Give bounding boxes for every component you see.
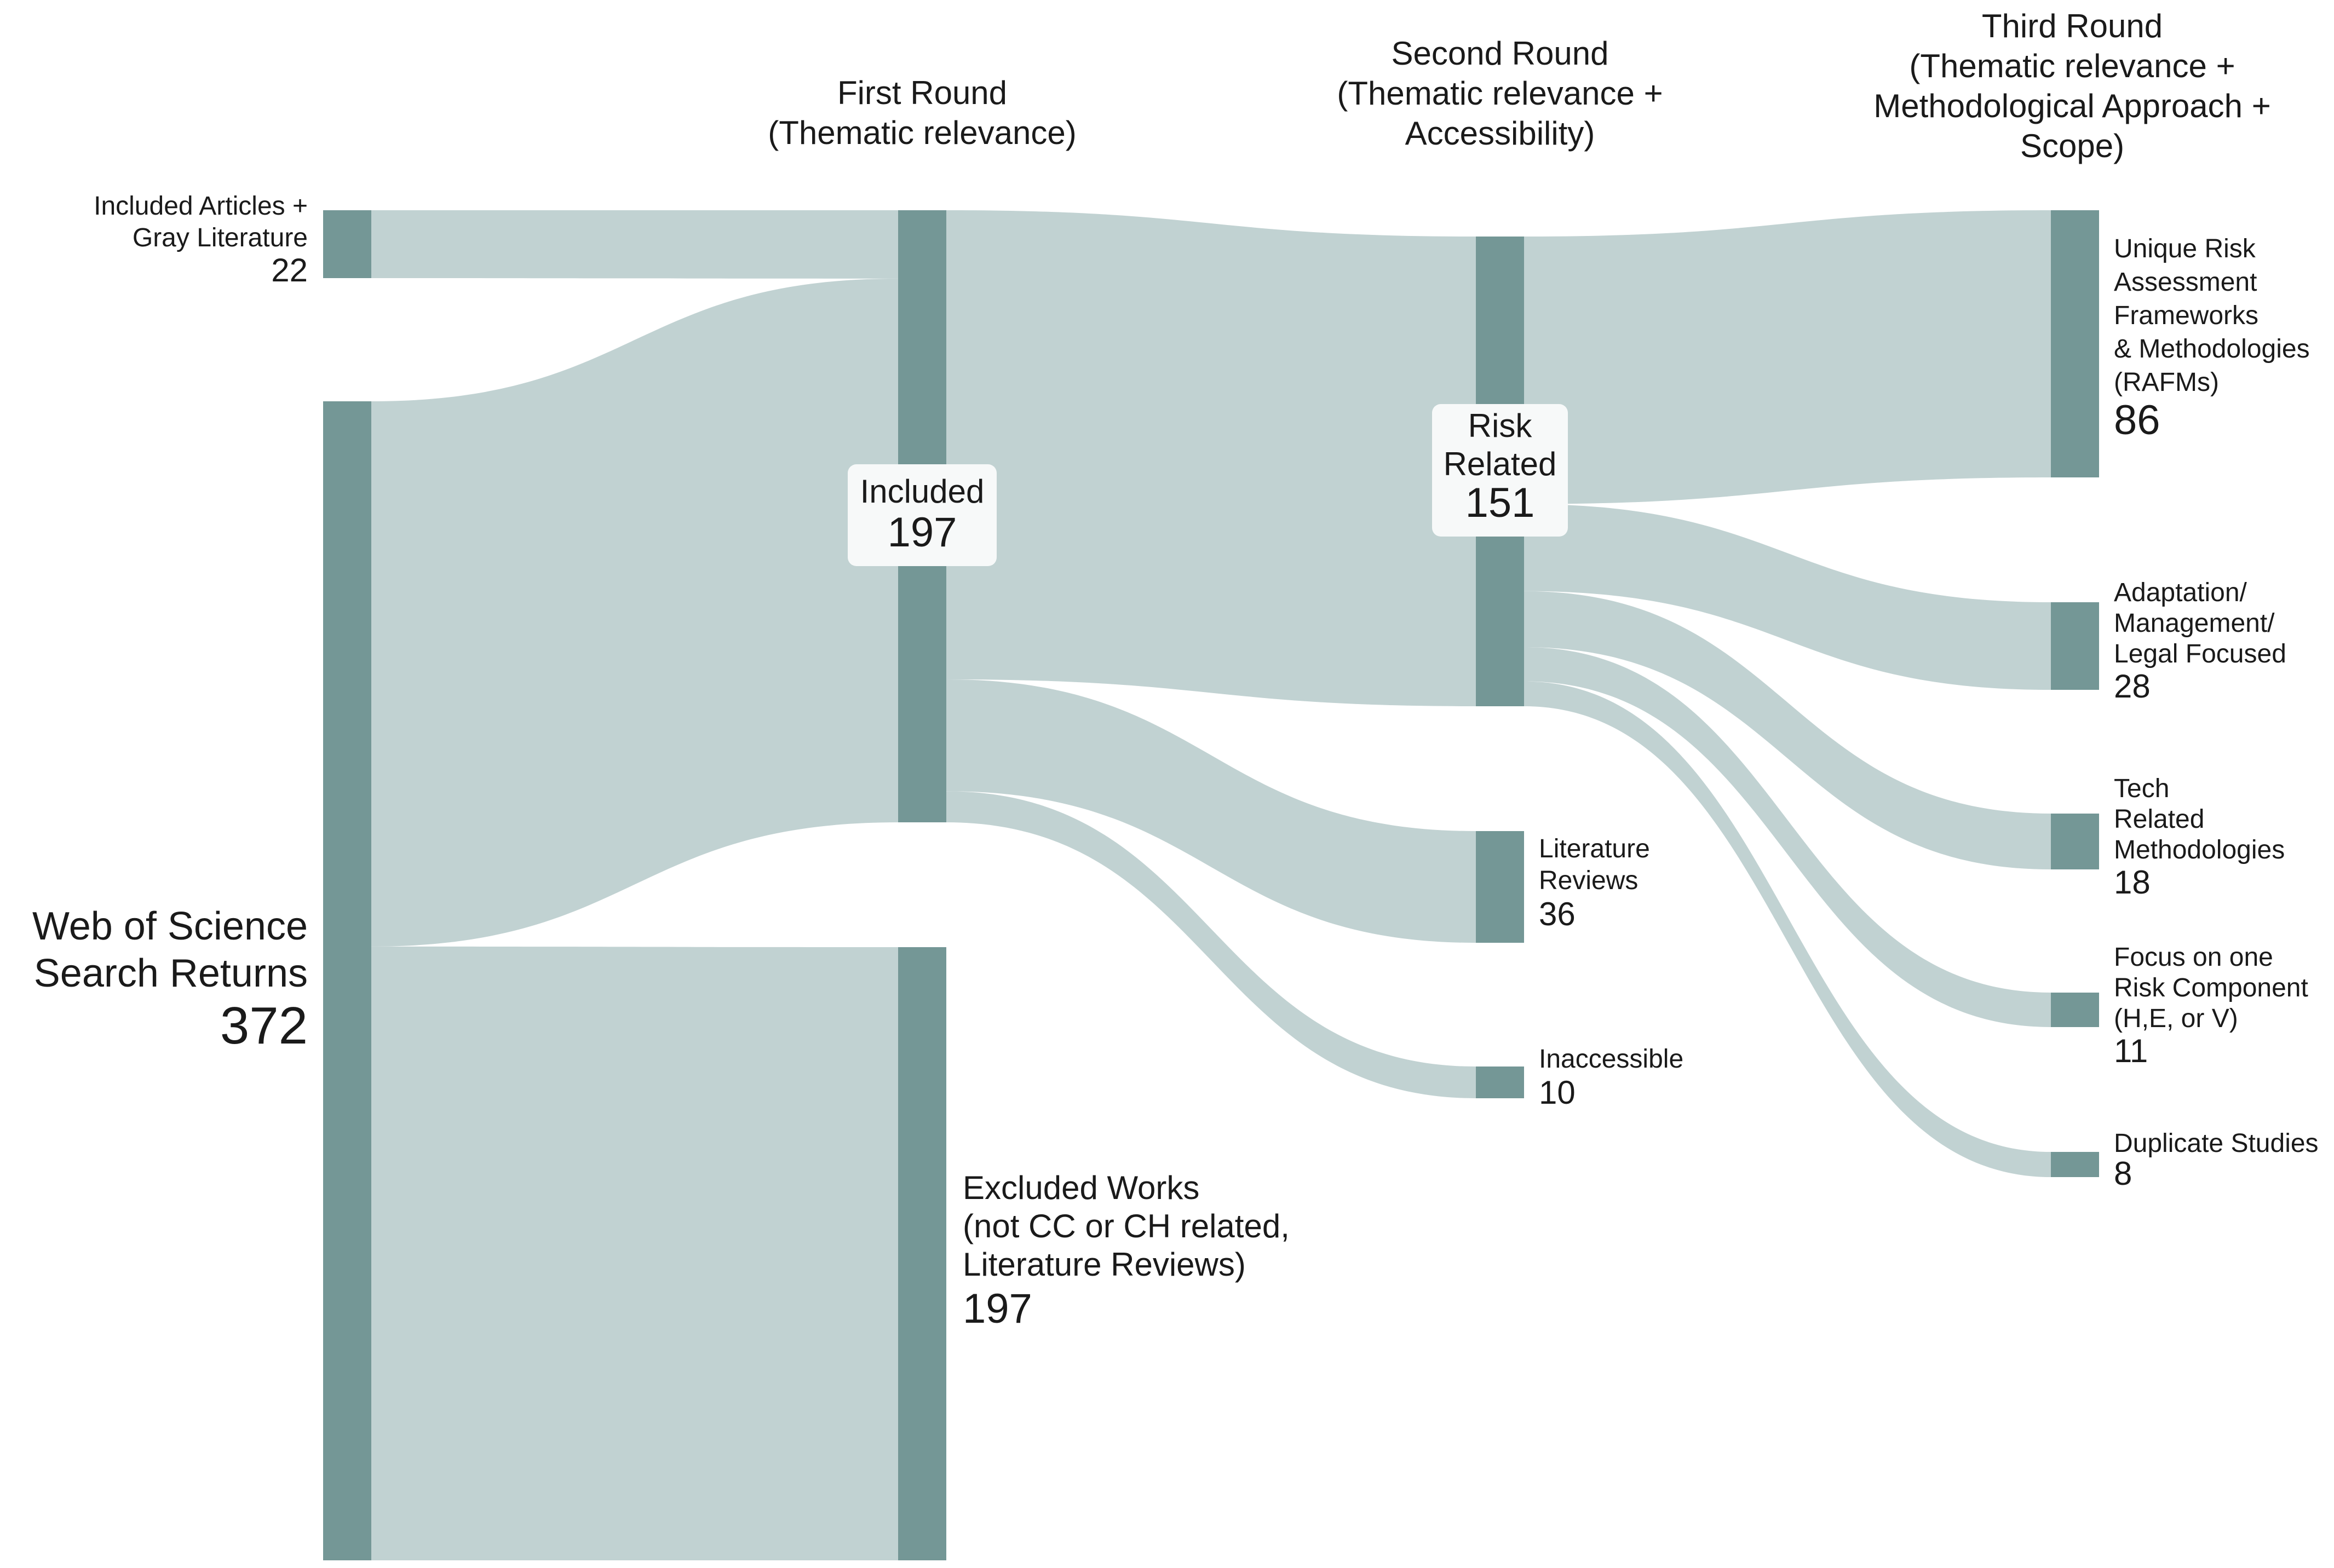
node-bar-excluded xyxy=(898,947,946,1560)
inaccessible-label-line-1: Inaccessible xyxy=(1539,1045,1683,1074)
stage-third-line-4: Scope) xyxy=(2020,128,2124,164)
litrev-count: 36 xyxy=(1539,896,1576,932)
dup-label-line-1: Duplicate Studies xyxy=(2114,1129,2319,1158)
excluded-label-line-2: (not CC or CH related, xyxy=(963,1208,1290,1244)
node-label-excluded: Excluded Works(not CC or CH related,Lite… xyxy=(963,1169,1290,1332)
adapt-label-line-3: Legal Focused xyxy=(2114,639,2286,668)
rafm-label-line-5: (RAFMs) xyxy=(2114,368,2219,397)
litrev-label-line-1: Literature xyxy=(1539,834,1650,863)
label-box-risk xyxy=(1432,404,1568,537)
stage-title-first: First Round(Thematic relevance) xyxy=(768,74,1077,151)
tech-label-line-2: Related xyxy=(2114,805,2204,834)
stage-second-line-1: Second Round xyxy=(1392,35,1609,72)
stage-third-line-3: Methodological Approach + xyxy=(1873,88,2271,124)
risk-count: 151 xyxy=(1465,480,1535,526)
node-bar-dup xyxy=(2051,1152,2099,1177)
tech-count: 18 xyxy=(2114,864,2151,901)
node-labels: Included Articles +Gray Literature22Web … xyxy=(32,192,2319,1332)
node-bar-rafm xyxy=(2051,210,2099,477)
node-bar-wos xyxy=(323,401,371,1560)
gray-label-line-1: Included Articles + xyxy=(94,192,308,221)
adapt-label-line-1: Adaptation/ xyxy=(2114,578,2247,607)
wos-label-line-1: Web of Science xyxy=(32,904,308,948)
focus-label-line-3: (H,E, or V) xyxy=(2114,1004,2238,1033)
stage-third-line-1: Third Round xyxy=(1982,8,2163,44)
flow-risk-to-tech xyxy=(1524,591,2051,869)
focus-count: 11 xyxy=(2114,1033,2148,1069)
wos-label-line-2: Search Returns xyxy=(34,952,308,995)
stage-first-line-1: First Round xyxy=(837,74,1007,111)
excluded-count: 197 xyxy=(963,1285,1032,1332)
node-bar-gray xyxy=(323,210,371,278)
wos-count: 372 xyxy=(220,996,308,1055)
stage-second-line-2: (Thematic relevance + xyxy=(1337,75,1663,112)
flow-links xyxy=(371,210,2051,1560)
stage-third-line-2: (Thematic relevance + xyxy=(1909,48,2235,84)
rafm-label-line-2: Assessment xyxy=(2114,268,2257,297)
flow-risk-to-rafm xyxy=(1524,210,2051,504)
rafm-label-line-4: & Methodologies xyxy=(2114,335,2310,364)
adapt-label-line-2: Management/ xyxy=(2114,609,2275,638)
tech-label-line-1: Tech xyxy=(2114,774,2169,803)
focus-label-line-1: Focus on one xyxy=(2114,943,2273,972)
flow-wos-to-excluded xyxy=(371,946,898,1560)
flow-risk-to-adapt xyxy=(1524,504,2051,690)
adapt-count: 28 xyxy=(2114,668,2151,705)
litrev-label-line-2: Reviews xyxy=(1539,866,1638,895)
focus-label-line-2: Risk Component xyxy=(2114,973,2308,1002)
stage-titles: First Round(Thematic relevance) Second Ro… xyxy=(768,8,2271,164)
stage-title-third: Third Round (Thematic relevance + Methodol… xyxy=(1873,8,2271,164)
node-bar-tech xyxy=(2051,814,2099,869)
flow-included-to-risk xyxy=(946,210,1476,706)
gray-label-line-2: Gray Literature xyxy=(133,223,308,252)
included-count: 197 xyxy=(888,509,957,556)
stage-title-second: Second Round(Thematic relevance +Accessi… xyxy=(1337,35,1663,152)
risk-label-line-1: Risk xyxy=(1468,407,1533,444)
gray-count: 22 xyxy=(271,252,308,289)
inaccessible-count: 10 xyxy=(1539,1074,1576,1111)
flow-risk-to-dup xyxy=(1524,681,2051,1177)
rafm-label-line-1: Unique Risk xyxy=(2114,234,2256,263)
rafm-label-line-3: Frameworks xyxy=(2114,301,2258,330)
label-box-included xyxy=(848,464,997,566)
flow-wos-to-included xyxy=(371,278,898,947)
flow-gray-to-included xyxy=(371,210,898,279)
flow-included-to-litrev xyxy=(946,679,1476,943)
included-label-line-1: Included xyxy=(860,473,985,510)
stage-second-line-3: Accessibility) xyxy=(1405,115,1595,152)
flow-included-to-inaccessible xyxy=(946,791,1476,1098)
rafm-count: 86 xyxy=(2114,397,2160,443)
node-bar-adapt xyxy=(2051,602,2099,690)
risk-label-line-2: Related xyxy=(1444,446,1557,482)
flow-risk-to-focus xyxy=(1524,647,2051,1027)
node-bar-inaccessible xyxy=(1476,1067,1524,1098)
node-bar-focus xyxy=(2051,993,2099,1027)
tech-label-line-3: Methodologies xyxy=(2114,835,2285,864)
excluded-label-line-3: Literature Reviews) xyxy=(963,1246,1246,1283)
stage-first-line-2: (Thematic relevance) xyxy=(768,114,1077,151)
node-bar-litrev xyxy=(1476,831,1524,943)
excluded-label-line-1: Excluded Works xyxy=(963,1169,1199,1206)
dup-count: 8 xyxy=(2114,1155,2132,1192)
